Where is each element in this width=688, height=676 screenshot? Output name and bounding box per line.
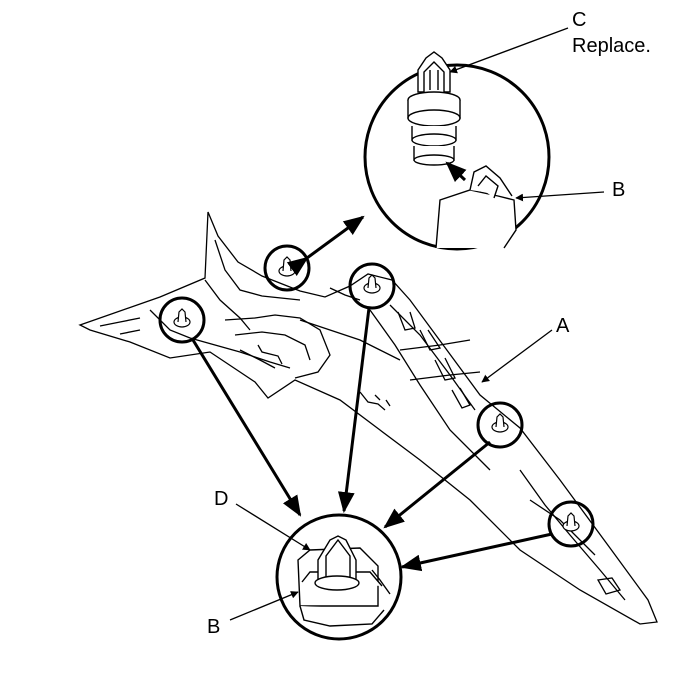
callout-leaders (229, 27, 605, 621)
callout-label-b-socket: B (207, 616, 221, 638)
detail-link-arrow (286, 215, 365, 276)
detail-view-clip-d (275, 513, 403, 641)
callout-label-b-detail: B (612, 179, 626, 201)
callout-label-a: A (556, 315, 570, 337)
detail-view-clip-c (363, 51, 551, 251)
callout-label-replace: Replace. (572, 35, 651, 57)
clip-arrows (191, 307, 553, 572)
callout-label-d: D (214, 488, 229, 510)
callout-label-c: C (572, 9, 587, 31)
